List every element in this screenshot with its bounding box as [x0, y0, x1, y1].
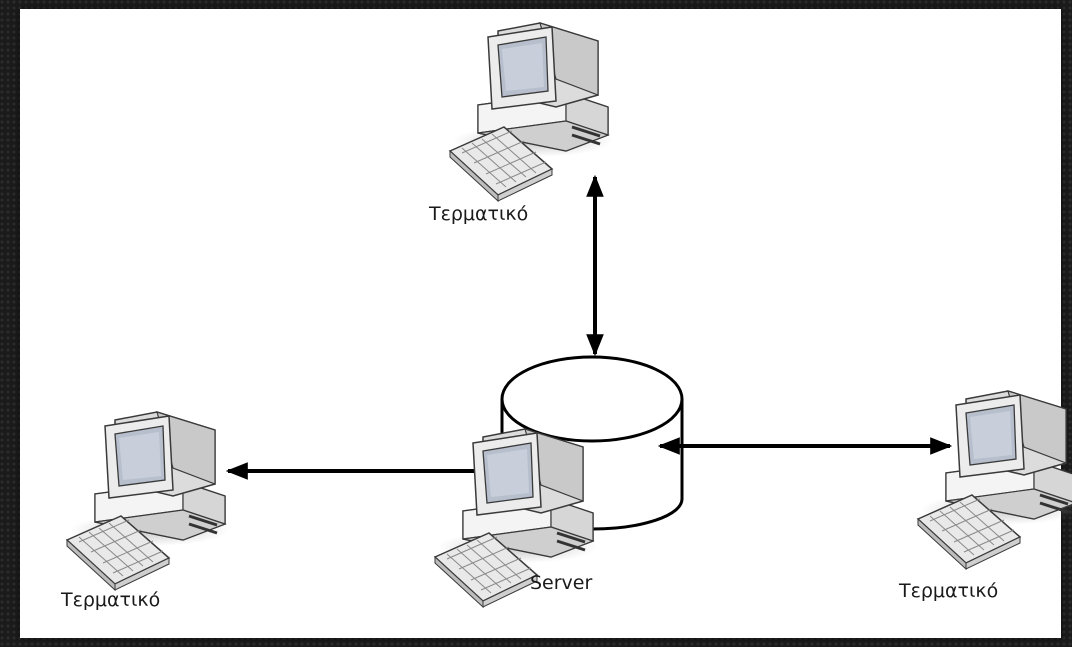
computer-terminal-icon-top	[448, 21, 615, 203]
label-right-terminal: Τερματικό	[899, 580, 999, 602]
computer-terminal-icon-right	[916, 389, 1072, 571]
label-top-terminal: Τερματικό	[429, 203, 529, 225]
diagram-graphics	[65, 21, 1072, 609]
label-left-terminal: Τερματικό	[61, 589, 161, 611]
label-server: Server	[530, 572, 593, 594]
computer-terminal-icon-left	[65, 410, 232, 592]
network-diagram: Τερματικό Τερματικό Server Τερματικό	[20, 9, 1072, 638]
